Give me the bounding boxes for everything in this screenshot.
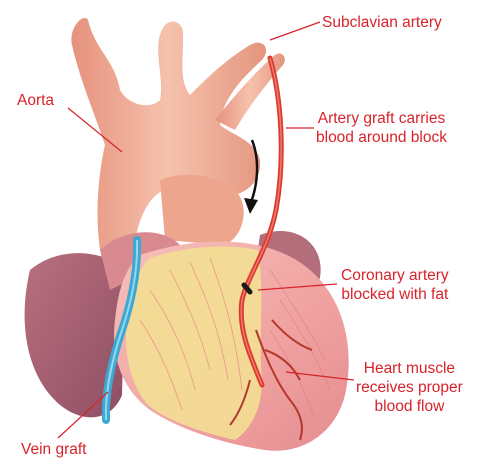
coronary-artery-label-line2: blocked with fat bbox=[341, 285, 449, 304]
heart-muscle-label: Heart muscle receives proper blood flow bbox=[356, 359, 463, 416]
artery-graft-label-line2: blood around block bbox=[316, 128, 447, 147]
heart-muscle-label-line3: blood flow bbox=[356, 397, 463, 416]
subclavian-artery-label: Subclavian artery bbox=[322, 13, 442, 32]
artery-graft-label-line1: Artery graft carries bbox=[316, 109, 447, 128]
coronary-artery-label-line1: Coronary artery bbox=[341, 266, 449, 285]
artery-graft-label: Artery graft carries blood around block bbox=[316, 109, 447, 147]
arrow-head bbox=[244, 198, 258, 214]
aorta-label: Aorta bbox=[17, 91, 54, 110]
fat-layer bbox=[126, 246, 262, 440]
heart-muscle-label-line1: Heart muscle bbox=[356, 359, 463, 378]
coronary-artery-label: Coronary artery blocked with fat bbox=[341, 266, 449, 304]
heart-muscle-label-line2: receives proper bbox=[356, 378, 463, 397]
vein-graft-label: Vein graft bbox=[21, 440, 87, 459]
